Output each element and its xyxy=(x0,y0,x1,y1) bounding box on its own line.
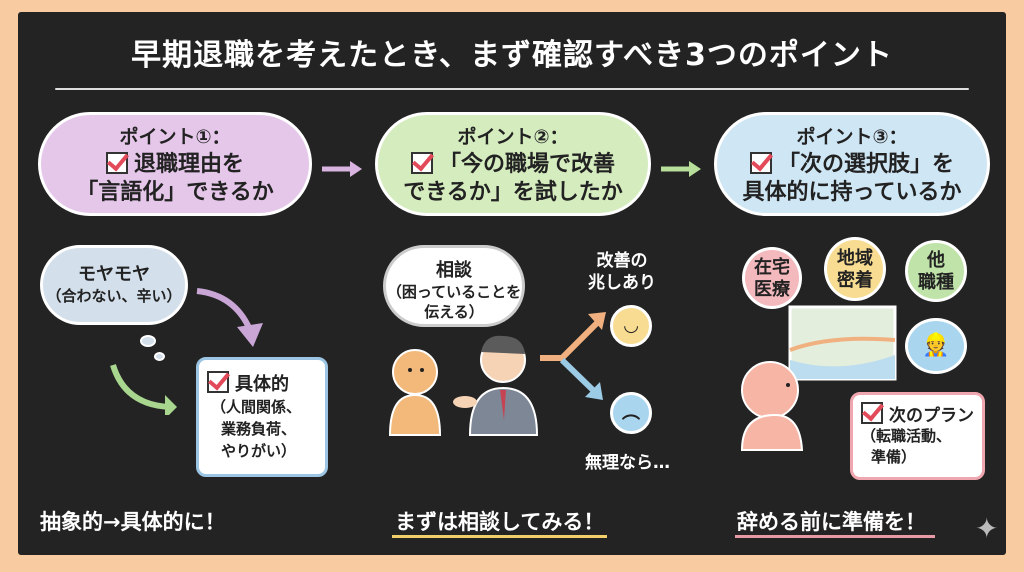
footer-left: 抽象的→具体的に！ xyxy=(40,510,226,534)
point-1-line2: 「言語化」できるか xyxy=(76,180,274,205)
tag-line: 職種 xyxy=(918,272,954,293)
checkbox-icon xyxy=(410,152,433,174)
cloud-title: モヤモヤ xyxy=(78,264,150,285)
tag-line: 医療 xyxy=(754,279,790,300)
tag-line: 他 xyxy=(927,250,945,271)
point-2-line2: できるか」を試したか xyxy=(403,180,623,205)
smile-face-icon: ◡ xyxy=(610,305,652,347)
plan-title: 次のプラン xyxy=(889,406,974,426)
tag-line: 地域 xyxy=(837,248,873,269)
checkbox-icon xyxy=(749,152,772,174)
bubble-line: 伝える） xyxy=(424,303,484,321)
point-1-card: ポイント①： 退職理由を 「言語化」できるか xyxy=(38,112,312,216)
arrow-right-icon xyxy=(661,161,701,177)
specific-box: 具体的 （人間関係、 業務負荷、 やりがい） xyxy=(196,357,328,477)
point-2-line1: 「今の職場で改善 xyxy=(438,152,615,177)
good-line: 兆しあり xyxy=(588,273,656,293)
point-3-heading: ポイント③： xyxy=(796,126,908,148)
point-2-heading: ポイント②： xyxy=(457,126,569,148)
option-tag-3: 他職種 xyxy=(905,240,967,302)
box-line: （人間関係、 xyxy=(211,398,302,416)
checkbox-icon xyxy=(105,152,128,174)
footer-right: 辞める前に準備を！ xyxy=(737,510,926,534)
cloud-subtitle: （合わない、辛い） xyxy=(46,287,182,305)
point-1-heading: ポイント①： xyxy=(119,126,231,148)
box-line: やりがい） xyxy=(221,442,297,460)
arrow-right-icon xyxy=(322,161,362,177)
bubble-line: （困っていることを xyxy=(386,283,522,301)
checkbox-icon xyxy=(861,402,883,424)
bad-label: 無理なら… xyxy=(585,453,670,473)
page-title: 早期退職を考えたとき、まず確認すべき3つのポイント xyxy=(131,38,893,73)
box-line: 業務負荷、 xyxy=(221,420,297,438)
point-3-card: ポイント③： 「次の選択肢」を 具体的に持っているか xyxy=(714,112,990,216)
people-illustration xyxy=(388,335,539,436)
thought-dot xyxy=(140,335,156,347)
tag-line: 密着 xyxy=(837,270,873,291)
thought-dot xyxy=(154,352,165,361)
footer-underline xyxy=(735,535,935,538)
plan-line: 準備） xyxy=(871,448,917,466)
point-3-line2: 具体的に持っているか xyxy=(742,180,962,205)
checkbox-icon xyxy=(207,371,229,393)
sad-face-icon: ︵ xyxy=(610,392,652,434)
option-tag-1: 在宅医療 xyxy=(742,247,802,309)
tag-line: 在宅 xyxy=(754,257,790,278)
person-with-map-illustration xyxy=(740,305,897,451)
bubble-title: 相談 xyxy=(436,260,472,281)
thought-cloud: モヤモヤ （合わない、辛い） xyxy=(40,245,188,325)
box-title: 具体的 xyxy=(235,374,289,395)
option-tag-2: 地域密着 xyxy=(824,237,886,301)
improvement-label: 改善の 兆しあり xyxy=(588,250,656,294)
curved-arrows xyxy=(110,288,263,415)
plan-line: （転職活動、 xyxy=(861,427,952,445)
worker-icon: 👷 xyxy=(905,318,967,374)
next-plan-box: 次のプラン （転職活動、 準備） xyxy=(850,392,985,480)
point-2-card: ポイント②： 「今の職場で改善 できるか」を試したか xyxy=(375,112,651,216)
sparkle-icon: ✦ xyxy=(975,512,999,545)
point-3-line1: 「次の選択肢」を xyxy=(777,152,954,177)
footer-middle: まずは相談してみる！ xyxy=(395,510,605,534)
branch-arrows xyxy=(540,312,606,400)
point-1-line1: 退職理由を xyxy=(133,152,244,177)
good-line: 改善の xyxy=(596,251,648,271)
footer-underline xyxy=(392,535,607,538)
title-underline xyxy=(55,88,969,90)
speech-bubble: 相談 （困っていることを 伝える） xyxy=(383,245,525,327)
